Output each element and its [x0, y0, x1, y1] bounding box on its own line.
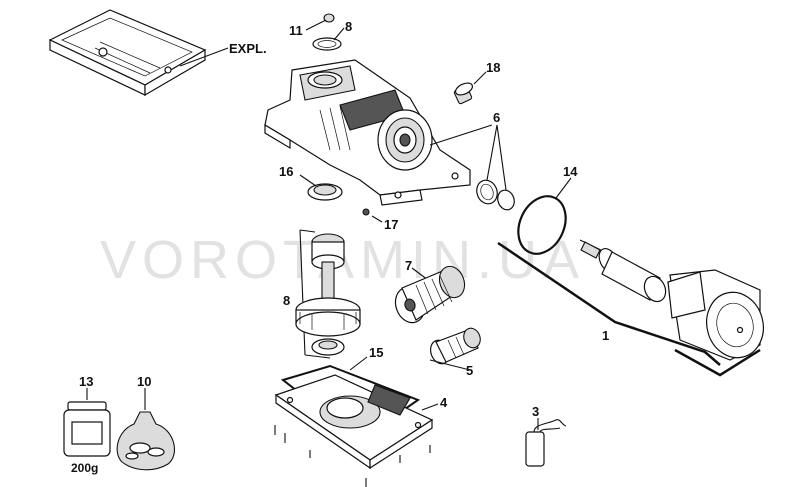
label-8-top: 8 [345, 19, 352, 34]
label-expl: EXPL. [229, 41, 267, 56]
label-16: 16 [279, 164, 293, 179]
label-3: 3 [532, 404, 539, 419]
label-18: 18 [486, 60, 500, 75]
seals-6 [476, 124, 515, 211]
label-4: 4 [440, 395, 448, 410]
label-15: 15 [369, 345, 383, 360]
breather-18 [453, 71, 487, 105]
parts-bag-10 [116, 388, 176, 471]
jar-weight: 200g [71, 461, 98, 475]
cover-expl-part [48, 9, 229, 97]
label-7: 7 [405, 258, 412, 273]
label-8-left: 8 [283, 293, 290, 308]
label-14: 14 [563, 164, 578, 179]
label-10: 10 [137, 374, 151, 389]
label-1: 1 [602, 328, 609, 343]
label-13: 13 [79, 374, 93, 389]
plug-11-ring-8 [305, 13, 345, 51]
pin-17 [362, 208, 383, 223]
o-ring-14 [517, 177, 572, 255]
gear-shaft-8 [295, 229, 361, 359]
motor-1 [497, 239, 764, 377]
label-5: 5 [466, 363, 473, 378]
label-11: 11 [289, 23, 303, 38]
label-6: 6 [493, 110, 500, 125]
label-17: 17 [384, 217, 398, 232]
grease-jar-13 [63, 388, 111, 457]
capacitor-3 [525, 418, 567, 467]
ring-16 [299, 174, 343, 201]
worm-gear-7 [394, 265, 466, 324]
gearbox-housing [264, 59, 493, 206]
base-plate-4 [274, 374, 439, 487]
small-gear-5 [429, 327, 481, 371]
